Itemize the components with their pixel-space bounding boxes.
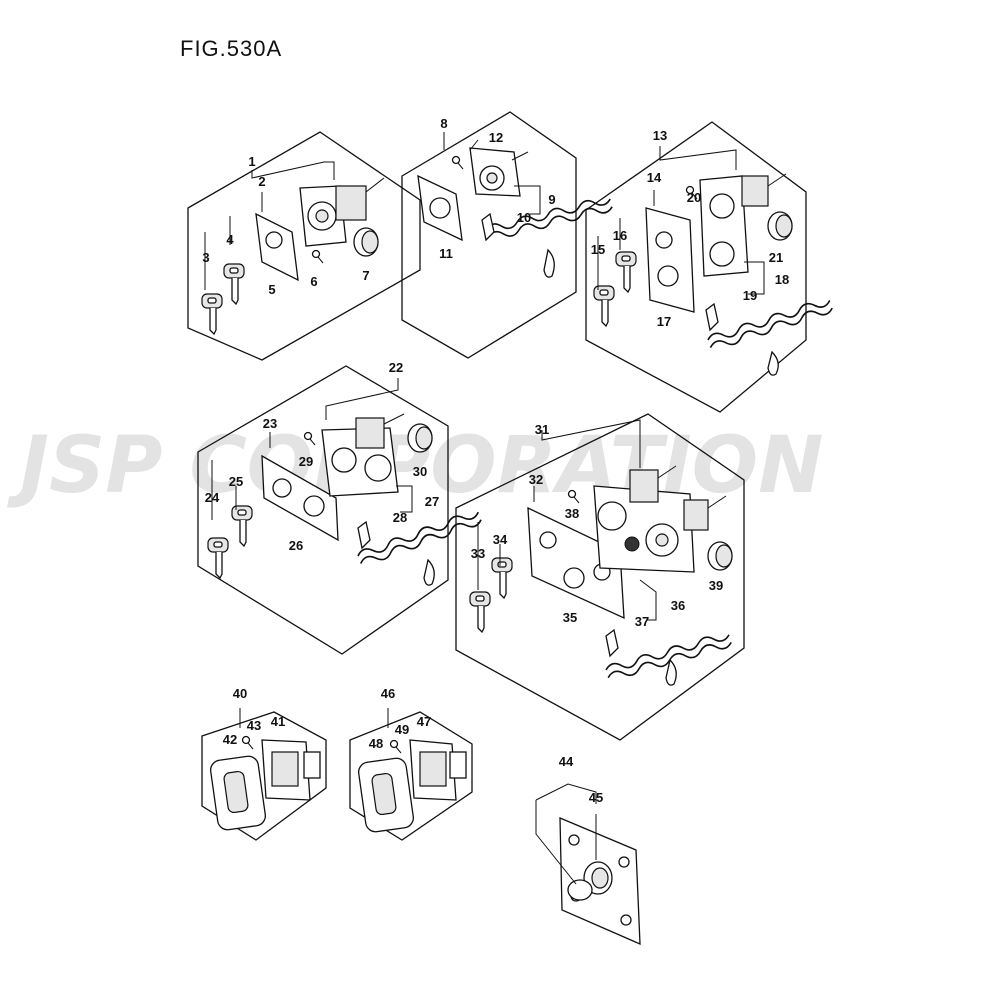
callout-36: 36	[671, 598, 685, 613]
callout-12: 12	[489, 130, 503, 145]
callout-33: 33	[471, 546, 485, 561]
callout-28: 28	[393, 510, 407, 525]
callout-25: 25	[229, 474, 243, 489]
callout-35: 35	[563, 610, 577, 625]
callout-26: 26	[289, 538, 303, 553]
callout-2: 2	[258, 174, 265, 189]
callout-8: 8	[440, 116, 447, 131]
switch-panel-26	[261, 454, 339, 542]
callout-1: 1	[248, 154, 255, 169]
assembly-group-22	[197, 365, 484, 655]
callout-24: 24	[205, 490, 220, 505]
assembly-group-44	[535, 783, 641, 946]
callout-19: 19	[743, 288, 757, 303]
assembly-group-40	[201, 708, 327, 841]
switch-panel-13	[645, 207, 695, 313]
callout-47: 47	[417, 714, 431, 729]
callout-30: 30	[413, 464, 427, 479]
callout-48: 48	[369, 736, 383, 751]
callout-46: 46	[381, 686, 395, 701]
callout-labels: 1 2 3 4 5 6 7 8 9 10 11 12 13 14 15 16 1…	[202, 116, 789, 805]
callout-18: 18	[775, 272, 789, 287]
callout-3: 3	[202, 250, 209, 265]
callout-14: 14	[647, 170, 662, 185]
callout-15: 15	[591, 242, 605, 257]
callout-10: 10	[517, 210, 531, 225]
callout-7: 7	[362, 268, 369, 283]
callout-23: 23	[263, 416, 277, 431]
callout-37: 37	[635, 614, 649, 629]
callout-29: 29	[299, 454, 313, 469]
callout-41: 41	[271, 714, 285, 729]
callout-43: 43	[247, 718, 261, 733]
callout-49: 49	[395, 722, 409, 737]
callout-32: 32	[529, 472, 543, 487]
assembly-group-31	[455, 413, 745, 741]
callout-31: 31	[535, 422, 549, 437]
assembly-group-8	[401, 111, 614, 359]
callout-11: 11	[439, 246, 453, 261]
callout-13: 13	[653, 128, 667, 143]
callout-4: 4	[226, 232, 234, 247]
assembly-group-13	[585, 121, 835, 413]
callout-17: 17	[657, 314, 671, 329]
callout-40: 40	[233, 686, 247, 701]
callout-42: 42	[223, 732, 237, 747]
callout-22: 22	[389, 360, 403, 375]
assembly-group-1	[187, 131, 421, 361]
callout-20: 20	[687, 190, 701, 205]
assembly-group-46	[349, 708, 473, 841]
callout-6: 6	[310, 274, 317, 289]
callout-21: 21	[769, 250, 783, 265]
figure-title: FIG.530A	[180, 36, 282, 61]
callout-9: 9	[548, 192, 555, 207]
callout-5: 5	[268, 282, 275, 297]
callout-16: 16	[613, 228, 627, 243]
callout-38: 38	[565, 506, 579, 521]
callout-27: 27	[425, 494, 439, 509]
callout-45: 45	[589, 790, 603, 805]
callout-34: 34	[493, 532, 508, 547]
callout-44: 44	[559, 754, 574, 769]
callout-39: 39	[709, 578, 723, 593]
